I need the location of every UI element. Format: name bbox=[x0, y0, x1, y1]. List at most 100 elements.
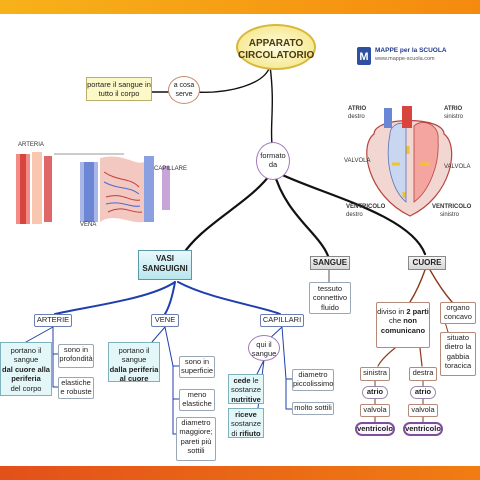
riceve-text-1: sostanze di bbox=[230, 419, 262, 438]
capillari-link: qui il sangue bbox=[248, 335, 280, 361]
label-valvola-left: VALVOLA bbox=[344, 158, 371, 164]
capillari-walls-text: molto sottili bbox=[294, 403, 332, 412]
vene-node: VENE bbox=[151, 314, 179, 327]
purpose-box: portare il sangue in tutto il corpo bbox=[86, 77, 152, 101]
vene-diam-text: diametro maggiore; pareti più sottili bbox=[179, 418, 213, 456]
vene-walls: meno elastiche bbox=[179, 389, 215, 411]
bottom-accent-bar bbox=[0, 466, 480, 480]
destra-ventricolo-text: ventricolo bbox=[405, 424, 441, 433]
heart-drawing bbox=[366, 106, 453, 217]
vasi-title: VASI SANGUIGNI bbox=[142, 254, 188, 273]
sangue-desc: tessuto connettivo fluido bbox=[309, 282, 351, 314]
cuore-loc: situato dietro la gabbia toracica bbox=[440, 332, 476, 376]
arterie-desc-pre: portano il sangue bbox=[10, 346, 42, 365]
cede-bold-2: nutritive bbox=[231, 394, 261, 404]
capillari-title: CAPILLARI bbox=[262, 315, 302, 324]
destra-ventricolo: ventricolo bbox=[403, 422, 443, 436]
vene-title: VENE bbox=[154, 315, 176, 324]
cuore-div-bold1: 2 parti bbox=[406, 307, 429, 316]
sinistra-valvola: valvola bbox=[360, 404, 390, 417]
cuore-sinistra-text: sinistra bbox=[363, 368, 387, 377]
sangue-title: SANGUE bbox=[312, 258, 348, 267]
cuore-organ-text: organo concavo bbox=[444, 303, 472, 322]
capillari-node: CAPILLARI bbox=[260, 314, 304, 327]
arterie-walls: elastiche e robuste bbox=[58, 377, 94, 399]
logo-url: www.mappe-scuola.com bbox=[375, 56, 435, 62]
formato-da-link: formato da bbox=[256, 142, 290, 180]
cuore-destra-text: destra bbox=[412, 368, 434, 377]
formato-da-text: formato da bbox=[260, 151, 286, 170]
sinistra-ventricolo-text: ventricolo bbox=[357, 424, 393, 433]
sinistra-atrio-text: atrio bbox=[366, 387, 384, 396]
vene-desc-pre: portano il sangue bbox=[118, 346, 150, 365]
destra-valvola: valvola bbox=[408, 404, 438, 417]
arterie-title: ARTERIE bbox=[36, 315, 70, 324]
capillari-diam: diametro piccolissimo bbox=[292, 369, 334, 391]
cuore-title: CUORE bbox=[412, 258, 442, 267]
sinistra-valvola-text: valvola bbox=[363, 405, 387, 414]
cuore-sinistra: sinistra bbox=[360, 367, 390, 381]
arterie-desc: portano il sangue dal cuore alla perifer… bbox=[0, 342, 52, 396]
vene-where: sono in superficie bbox=[179, 356, 215, 378]
arterie-desc-post: del corpo bbox=[10, 383, 42, 393]
sinistra-atrio: atrio bbox=[362, 386, 388, 399]
map-title: APPARATO CIRCOLATORIO bbox=[236, 24, 316, 70]
label-ventricolo-destro-sub: destro bbox=[346, 212, 363, 218]
riceve-bold-2: rifiuto bbox=[239, 428, 261, 438]
destra-atrio-text: atrio bbox=[414, 387, 432, 396]
label-ventricolo-destro: VENTRICOLO bbox=[346, 204, 386, 210]
cuore-destra: destra bbox=[409, 367, 437, 381]
heart-illustration: ATRIO destro ATRIO sinistro VALVOLA VALV… bbox=[344, 106, 480, 222]
label-capillare: CAPILLARE bbox=[154, 166, 188, 172]
arterie-where-text: sono in profondità bbox=[59, 345, 93, 364]
purpose-link-text: a cosa serve bbox=[173, 82, 195, 98]
cuore-node: CUORE bbox=[408, 256, 446, 270]
map-title-text: APPARATO CIRCOLATORIO bbox=[238, 38, 315, 61]
label-vena: VENA bbox=[80, 222, 97, 228]
top-accent-bar bbox=[0, 0, 480, 14]
vessels-drawing bbox=[16, 152, 170, 224]
vene-desc: portano il sangue dalla periferia al cuo… bbox=[108, 342, 160, 384]
cuore-loc-text: situato dietro la gabbia toracica bbox=[444, 333, 472, 371]
riceve-bold-1: riceve bbox=[235, 410, 257, 419]
brand-logo: M MAPPE per la SCUOLA www.mappe-scuola.c… bbox=[355, 44, 447, 70]
label-atrio-destro: ATRIO bbox=[348, 106, 367, 112]
connector-lines bbox=[25, 65, 453, 435]
vene-diam: diametro maggiore; pareti più sottili bbox=[176, 417, 216, 461]
label-ventricolo-sinistro-sub: sinistro bbox=[440, 212, 460, 218]
label-atrio-destro-sub: destro bbox=[348, 114, 365, 120]
sinistra-ventricolo: ventricolo bbox=[355, 422, 395, 436]
label-atrio-sinistro-sub: sinistro bbox=[444, 114, 464, 120]
capillari-cede: cede le sostanze nutritive bbox=[228, 374, 264, 404]
cuore-div-pre1: diviso in bbox=[377, 307, 405, 316]
cuore-div-pre2: che bbox=[389, 316, 402, 326]
vene-desc-bold: dalla periferia al cuore bbox=[109, 364, 159, 384]
vasi-sanguigni-node: VASI SANGUIGNI bbox=[138, 250, 192, 280]
cuore-div-bold2: non comunicano bbox=[380, 316, 426, 335]
arterie-node: ARTERIE bbox=[34, 314, 72, 327]
destra-atrio: atrio bbox=[410, 386, 436, 399]
logo-brand: MAPPE per la SCUOLA bbox=[375, 47, 447, 54]
capillari-diam-text: diametro piccolissimo bbox=[293, 370, 334, 389]
map-logo-icon: M bbox=[357, 47, 371, 65]
concept-map: APPARATO CIRCOLATORIO M MAPPE per la SCU… bbox=[0, 14, 480, 466]
vene-where-text: sono in superficie bbox=[180, 357, 214, 376]
cede-bold-1: cede bbox=[233, 376, 251, 385]
purpose-link: a cosa serve bbox=[168, 76, 200, 104]
capillari-riceve: riceve sostanze di rifiuto bbox=[228, 408, 264, 438]
cede-text-1: le sostanze bbox=[230, 376, 262, 395]
capillari-walls: molto sottili bbox=[292, 402, 334, 415]
label-atrio-sinistro: ATRIO bbox=[444, 106, 463, 112]
label-arteria: ARTERIA bbox=[18, 142, 44, 148]
capillari-link-text: qui il sangue bbox=[251, 340, 277, 359]
cuore-organ: organo concavo bbox=[440, 302, 476, 324]
arterie-desc-bold: dal cuore alla periferia bbox=[2, 364, 50, 384]
arterie-where: sono in profondità bbox=[58, 344, 94, 368]
label-valvola-right: VALVOLA bbox=[444, 164, 471, 170]
svg-text:M: M bbox=[359, 51, 368, 63]
purpose-text: portare il sangue in tutto il corpo bbox=[87, 80, 151, 99]
vene-walls-text: meno elastiche bbox=[182, 390, 212, 409]
label-ventricolo-sinistro: VENTRICOLO bbox=[432, 204, 472, 210]
cuore-division: diviso in 2 parti che non comunicano bbox=[376, 302, 430, 348]
sangue-desc-text: tessuto connettivo fluido bbox=[312, 284, 348, 312]
